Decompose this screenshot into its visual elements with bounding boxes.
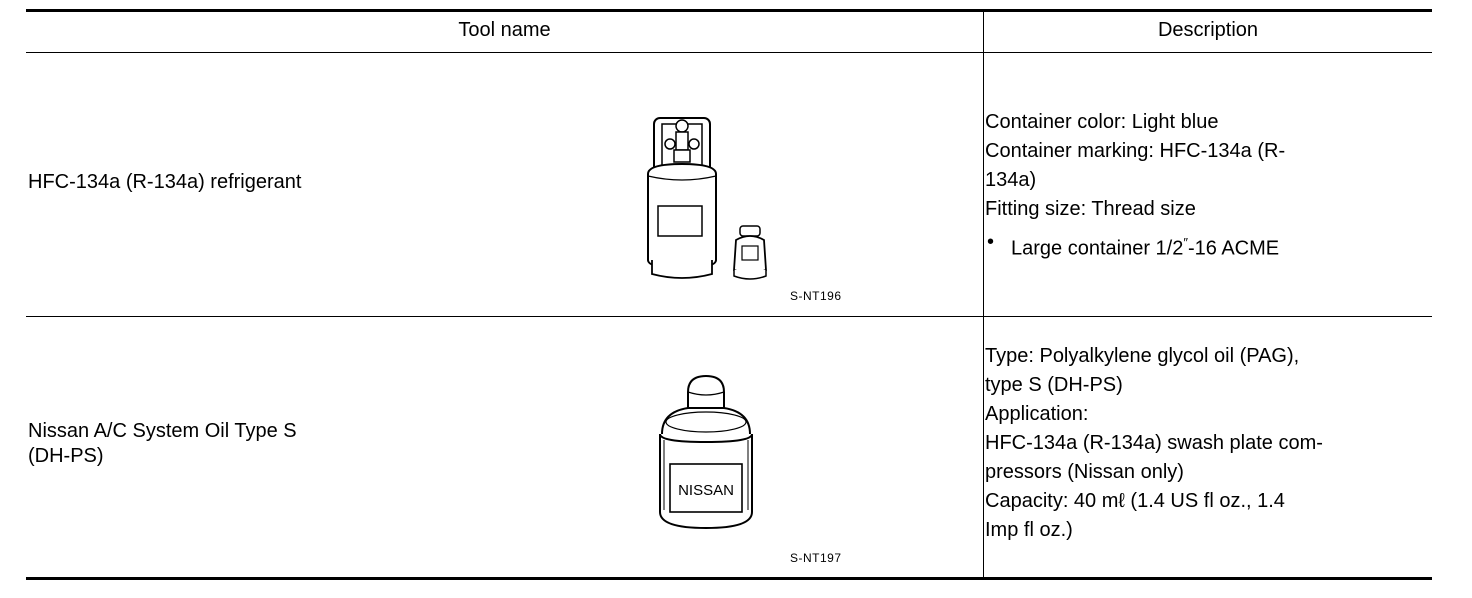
tool-name-line: Nissan A/C System Oil Type S — [28, 420, 297, 442]
desc-line: Application: — [985, 403, 1089, 425]
special-tools-table: Tool name Description — [26, 9, 1432, 580]
oil-bottle-illustration: NISSAN — [659, 374, 753, 530]
desc-line: Capacity: 40 mℓ (1.4 US fl oz., 1.4 — [985, 490, 1285, 512]
tool-name-oil: Nissan A/C System Oil Type S (DH-PS) — [28, 419, 297, 469]
header-description: Description — [1157, 19, 1259, 41]
image-code-s-nt197: S-NT197 — [790, 551, 842, 565]
row-divider — [26, 316, 1432, 317]
header-divider — [26, 52, 1432, 53]
desc-line: 134a) — [985, 169, 1037, 191]
image-code-s-nt196: S-NT196 — [790, 289, 842, 303]
bottle-label-text: NISSAN — [678, 482, 734, 499]
column-divider — [983, 12, 984, 577]
desc-line: type S (DH-PS) — [985, 374, 1123, 396]
tool-name-line: (DH-PS) — [28, 445, 104, 467]
description-oil: Type: Polyalkylene glycol oil (PAG), typ… — [985, 342, 1395, 545]
tool-name-refrigerant: HFC-134a (R-134a) refrigerant — [28, 171, 302, 193]
header-tool-name: Tool name — [458, 19, 551, 41]
desc-line: Imp fl oz.) — [985, 519, 1073, 541]
desc-line: Type: Polyalkylene glycol oil (PAG), — [985, 345, 1300, 367]
desc-line: Container marking: HFC-134a (R- — [985, 140, 1286, 162]
desc-line: Fitting size: Thread size — [985, 198, 1196, 220]
description-refrigerant: Container color: Light blue Container ma… — [985, 108, 1395, 264]
bullet-item: • Large container 1/2″-16 ACME — [985, 228, 1395, 264]
desc-line: pressors (Nissan only) — [985, 461, 1184, 483]
bullet-dot: • — [987, 231, 995, 253]
desc-line: HFC-134a (R-134a) swash plate com- — [985, 432, 1323, 454]
refrigerant-cylinder-illustration — [647, 117, 767, 280]
bullet-text: Large container 1/2″-16 ACME — [1011, 235, 1280, 260]
desc-line: Container color: Light blue — [985, 111, 1219, 133]
